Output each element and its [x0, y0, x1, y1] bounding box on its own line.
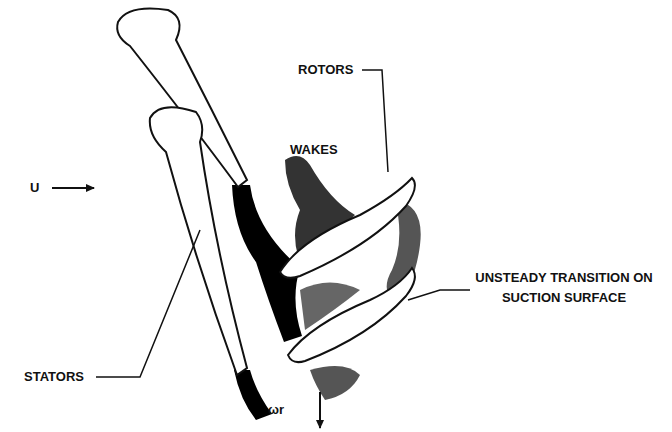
rotor-wake — [310, 366, 360, 400]
rotor-blade — [280, 178, 415, 278]
flow-arrow — [52, 187, 94, 189]
leader-line — [362, 70, 388, 172]
rotation-arrow — [319, 392, 321, 428]
leader-line — [96, 230, 200, 377]
stator-wake — [234, 370, 272, 420]
stator-blade — [150, 107, 247, 375]
part-label: STATORS — [24, 367, 84, 387]
callout-note: UNSTEADY TRANSITION ON SUCTION SURFACE — [474, 268, 654, 308]
leader-line — [408, 290, 470, 300]
velocity-label: U — [30, 178, 39, 198]
part-label: WAKES — [290, 140, 338, 160]
rotor-blade — [288, 268, 415, 362]
part-label: ROTORS — [298, 60, 353, 80]
rotation-label: ωr — [268, 400, 284, 420]
